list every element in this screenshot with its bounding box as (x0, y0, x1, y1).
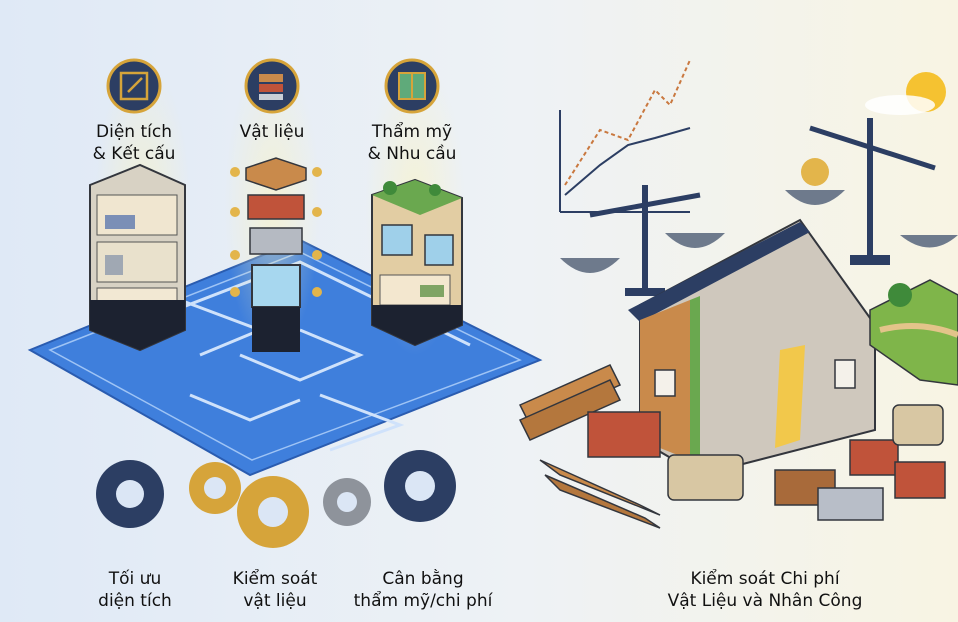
tile-stack (774, 461, 946, 521)
balance-scale-icon (560, 185, 725, 296)
gear-icon (96, 460, 164, 528)
house-icon (628, 218, 876, 477)
label-materials: Vật liệu (239, 122, 305, 142)
area-plan-icon (106, 58, 162, 114)
balance-scale-icon (785, 118, 958, 265)
line-chart-icon (559, 59, 691, 213)
label-aesthetics-needs: Thẩm mỹ& Nhu cầu (367, 122, 457, 164)
material-stack (230, 157, 322, 352)
brick-stack (587, 411, 899, 476)
cutaway-building (89, 163, 186, 352)
gear-icon (237, 476, 309, 548)
wood-planks (518, 364, 661, 529)
cement-bags (667, 404, 944, 501)
window-layout-icon (384, 58, 440, 114)
material-stack-icon (244, 58, 300, 114)
gear-icon (323, 478, 371, 526)
sun-icon (865, 72, 946, 115)
garden-building (371, 178, 463, 347)
garden-patch (869, 279, 958, 386)
gear-icon (384, 450, 456, 522)
label-area-structure: Diện tích& Kết cấu (92, 122, 176, 164)
gear-icon (189, 462, 241, 514)
